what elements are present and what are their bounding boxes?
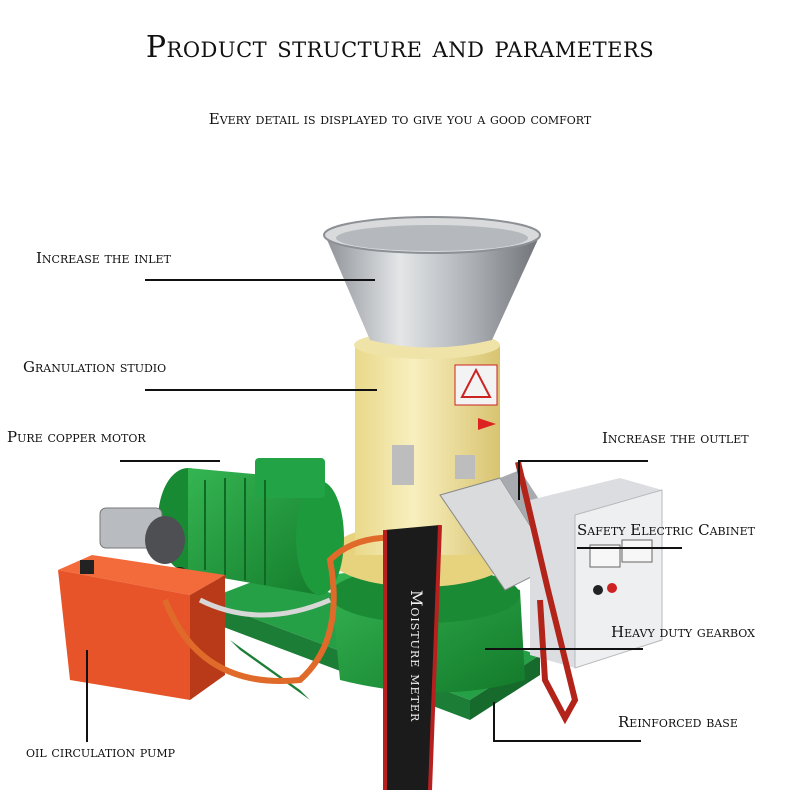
page-title: Product structure and parameters xyxy=(145,30,655,65)
leader-line-pump xyxy=(86,650,88,742)
label-granulation-studio: Granulation studio xyxy=(23,358,167,376)
label-heavy-duty-gearbox: Heavy duty gearbox xyxy=(611,623,755,641)
feed-hopper xyxy=(323,216,541,348)
page-subtitle: Every detail is displayed to give you a … xyxy=(208,110,592,128)
leader-line-motor xyxy=(120,460,220,462)
label-pure-copper-motor: Pure copper motor xyxy=(7,428,146,446)
label-increase-inlet: Increase the inlet xyxy=(36,249,171,267)
moisture-meter-label: Moisture meter xyxy=(407,590,426,723)
leader-line-cabinet xyxy=(577,547,682,549)
leader-line-granulation xyxy=(145,389,377,391)
label-increase-outlet: Increase the outlet xyxy=(602,429,749,447)
leader-line-base-h xyxy=(493,740,641,742)
leader-line-base-v xyxy=(493,702,495,742)
motor xyxy=(158,458,344,595)
label-reinforced-base: Reinforced base xyxy=(618,713,738,731)
label-oil-circulation-pump: oil circulation pump xyxy=(26,743,176,761)
moisture-meter-sleeve xyxy=(383,524,442,791)
oil-tank xyxy=(58,555,225,700)
label-safety-electric-cabinet: Safety Electric Cabinet xyxy=(577,521,755,539)
electric-cabinet xyxy=(530,478,663,669)
leader-line-gearbox xyxy=(485,648,643,650)
leader-line-outlet-h xyxy=(518,460,648,462)
moisture-meter-text: Moisture meter xyxy=(402,560,432,790)
leader-line-inlet xyxy=(145,279,375,281)
leader-line-outlet-v xyxy=(518,460,520,500)
